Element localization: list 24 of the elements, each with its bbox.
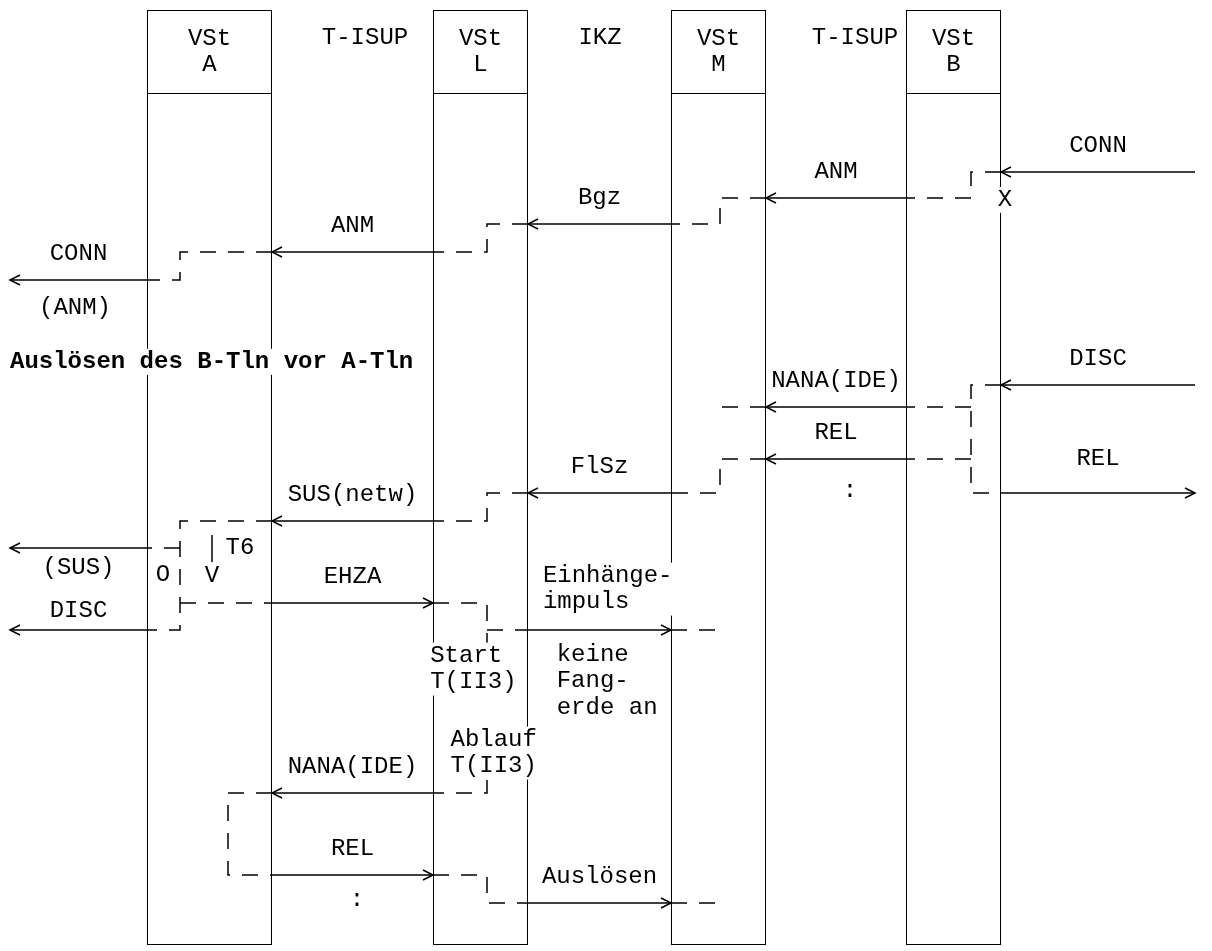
arrow [271,597,434,609]
section-heading: Auslösen des B-Tln vor A-Tln [10,348,414,376]
arrow [527,218,672,230]
arrow [527,487,672,499]
arrow [765,401,907,413]
arrow [9,542,148,554]
arrow [271,787,434,799]
exchange-header: VSt L [434,11,527,94]
exchange-header: VSt B [907,11,1000,94]
exchange-header: VSt A [148,11,271,94]
arrow [9,624,148,636]
arrow [765,192,907,204]
arrow [271,246,434,258]
exchange-header: VSt M [672,11,765,94]
arrow [1000,379,1196,391]
arrow [1000,166,1196,178]
arrow [271,515,434,527]
arrow [9,274,148,286]
arrow [527,624,672,636]
arrow [271,869,434,881]
arrow [765,453,907,465]
annotation-label: X [997,186,1013,214]
arrow [527,897,672,909]
arrow [1000,487,1196,499]
